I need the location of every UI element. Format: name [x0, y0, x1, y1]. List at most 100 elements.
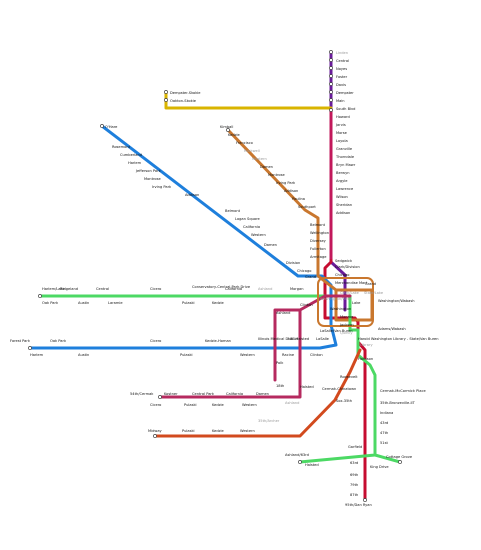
label: Ashland	[285, 401, 299, 405]
label: 47th	[380, 431, 388, 435]
label: Monroe	[340, 315, 354, 319]
label: Main	[336, 99, 345, 103]
label: Grand	[305, 275, 316, 279]
label: Quincy	[340, 331, 353, 335]
blue-line	[28, 124, 338, 350]
label: Pulaski	[182, 429, 195, 433]
label: Laramie	[108, 301, 123, 305]
label: Sheridan	[336, 203, 352, 207]
label: Dempster	[336, 91, 354, 95]
label: Lawrence	[336, 187, 354, 191]
label: Damen	[256, 392, 269, 396]
label: 79th	[350, 483, 358, 487]
label: Linden	[336, 51, 348, 55]
label: Pulaski	[180, 353, 193, 357]
label: Western	[240, 353, 255, 357]
label: 35th/Archer	[258, 419, 280, 423]
label: 69th	[350, 473, 358, 477]
label: Loyola	[336, 139, 348, 143]
label: Kimball	[220, 125, 233, 129]
label: Central Park	[192, 392, 215, 396]
label: Harrison	[358, 357, 373, 361]
label: Washington	[330, 307, 351, 311]
label: Chicago	[297, 269, 311, 273]
label: South Blvd	[336, 107, 355, 111]
label: Grand	[365, 282, 376, 286]
label: 87th	[350, 493, 358, 497]
label: Oak Park	[42, 301, 59, 305]
label: Cermak-McCormick Place	[380, 389, 426, 393]
label: UIC-Halsted	[288, 337, 309, 341]
label: Harold Washington Library - State/Van Bu…	[358, 337, 439, 341]
label: Rosemont	[112, 145, 131, 149]
label: Kedzie	[212, 429, 225, 433]
label: Bryn Mawr	[336, 163, 356, 167]
label: Western	[240, 429, 255, 433]
label: Montrose	[144, 177, 161, 181]
label: Ashland	[258, 287, 272, 291]
label: Howard	[336, 115, 350, 119]
label: LaSalle	[316, 337, 330, 341]
label: California	[243, 225, 260, 229]
label: Jackson	[339, 323, 354, 327]
label: Harlem	[128, 161, 142, 165]
label: Central	[96, 287, 109, 291]
label: Rockwell	[244, 149, 260, 153]
label: Addison	[336, 211, 350, 215]
label: Western	[251, 233, 266, 237]
label: Sox-35th	[336, 399, 352, 403]
label: Damen	[260, 165, 273, 169]
brown-line	[226, 128, 374, 322]
label: Merchandise Mart	[335, 281, 368, 285]
label: Cumberland	[120, 153, 142, 157]
label: 18th	[276, 384, 284, 388]
label: Kedzie	[228, 133, 241, 137]
label: Kedzie	[212, 301, 225, 305]
label: California	[225, 287, 242, 291]
label: Austin	[78, 301, 89, 305]
label: Polk	[276, 361, 284, 365]
label: Armitage	[310, 255, 327, 259]
label: 95th/Dan Ryan	[345, 503, 372, 507]
label: Cermak-Chinatown	[322, 387, 356, 391]
label: Addison	[185, 193, 199, 197]
label: Racine	[282, 353, 295, 357]
label: Argyle	[336, 179, 348, 183]
label: Logan Square	[235, 217, 260, 221]
label: Pulaski	[184, 403, 197, 407]
label: Cicero	[150, 403, 161, 407]
red-line	[323, 108, 367, 502]
label: Oak Park	[50, 339, 67, 343]
label: Montrose	[268, 173, 285, 177]
label: Irving Park	[152, 185, 172, 189]
label: Harlem/Lake	[42, 287, 65, 291]
label: Indiana	[380, 411, 393, 415]
label: Southport	[298, 205, 316, 209]
label: Sedgwick	[335, 259, 353, 263]
label: Conservatory-Central Park Drive	[192, 285, 251, 289]
label: Forest Park	[10, 339, 31, 343]
label: Damen	[264, 243, 277, 247]
label: Halsted	[300, 385, 314, 389]
label: LaSalle/Van Buren	[320, 329, 353, 333]
label: Illinois Medical District	[258, 337, 299, 341]
label: Wilson	[336, 195, 348, 199]
label: Oakton-Skokie	[170, 99, 197, 103]
label: Jefferson Park	[135, 169, 162, 173]
label: Division	[286, 261, 300, 265]
label: Adams/Wabash	[378, 327, 406, 331]
label: Central	[336, 59, 349, 63]
orange-line	[153, 348, 362, 438]
label: Western	[252, 157, 267, 161]
label: Clinton	[300, 303, 313, 307]
label: Clark/Division	[335, 265, 360, 269]
label: Belmont	[225, 209, 241, 213]
label: Roosevelt	[340, 375, 358, 379]
label: 63rd	[350, 461, 358, 465]
label: Pulaski	[182, 301, 195, 305]
label: California	[226, 392, 243, 396]
label: Irving Park	[276, 181, 296, 185]
label: King Drive	[370, 465, 389, 469]
loop-elevated-track	[317, 277, 374, 327]
label: Austin	[78, 353, 89, 357]
